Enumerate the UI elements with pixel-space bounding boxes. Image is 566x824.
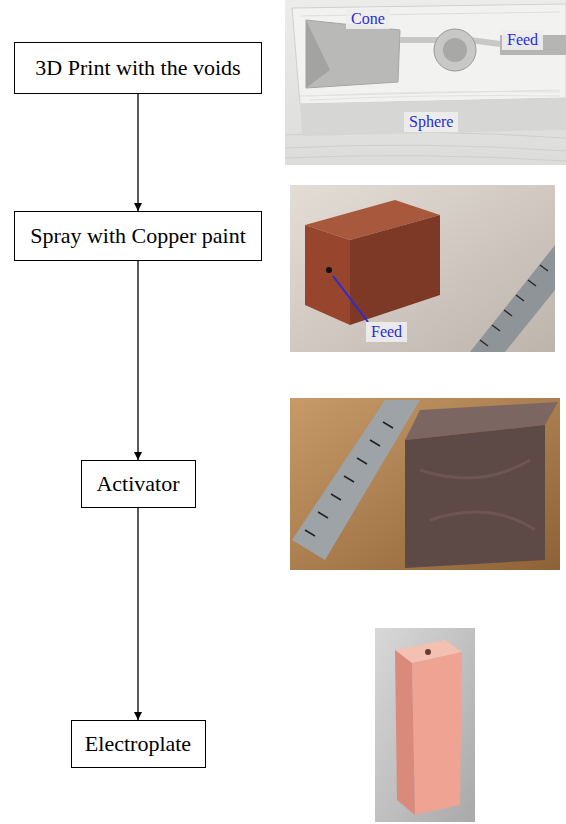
part-label: Cone [346,9,390,29]
flow-arrow [137,261,138,460]
process-box: Spray with Copper paint [14,211,262,261]
process-box: Electroplate [71,720,206,768]
part-label: Feed [366,322,407,342]
flow-arrow [137,94,138,211]
step-text: Electroplate [85,732,191,756]
printed-part-photo [285,0,566,165]
process-box: 3D Print with the voids [14,42,262,94]
painted-block-photo [290,185,555,352]
activated-block-photo [290,398,560,570]
electroplated-block-photo [375,628,475,822]
process-box: Activator [81,460,196,508]
leader-line [333,276,368,322]
part-label: Feed [502,30,543,50]
step-text: Activator [96,472,179,496]
part-label: Sphere [404,112,458,132]
flow-arrow [137,508,138,720]
step-text: Spray with Copper paint [30,224,246,248]
step-text: 3D Print with the voids [35,56,240,80]
